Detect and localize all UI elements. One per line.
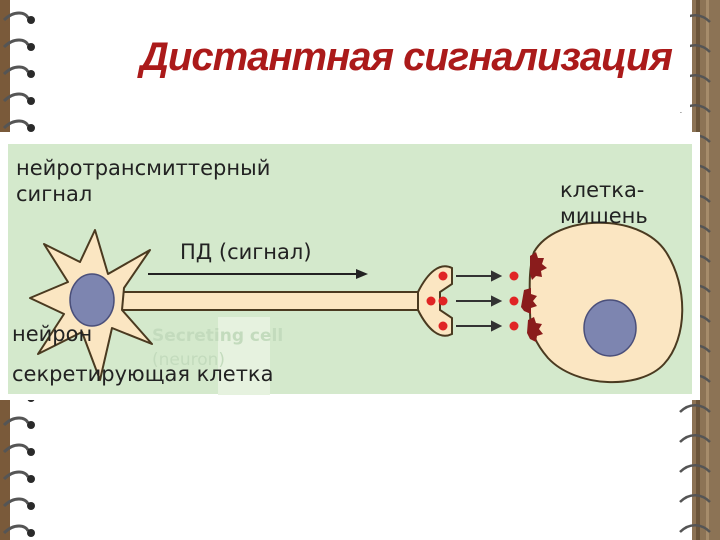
title-panel (100, 0, 690, 112)
binding-ring (2, 92, 35, 105)
binding-ring (679, 524, 711, 533)
binding-ring (2, 470, 35, 483)
target-nucleus (583, 299, 637, 357)
binding-ring (2, 11, 35, 24)
released-molecule (509, 321, 519, 331)
binding-ring (2, 524, 35, 537)
ghost-text-line-2: (neuron) (152, 350, 226, 370)
binding-ring (2, 38, 35, 51)
slide-title: Дистантная сигнализация (140, 35, 673, 79)
vesicle (438, 321, 448, 331)
binding-ring (679, 464, 711, 473)
ghost-text-line-1: Secreting cell (152, 326, 284, 346)
binding-ring (2, 416, 35, 429)
vesicle (438, 296, 448, 306)
released-molecule (509, 296, 519, 306)
signaling-figure: Secreting cell (neuron) нейротрансмиттер… (0, 132, 700, 400)
released-molecule (509, 271, 519, 281)
label-signal-type-line-1: нейротрансмиттерный (16, 156, 271, 180)
neuron-nucleus (69, 273, 115, 327)
label-target-line-2: мишень (560, 204, 648, 228)
binding-ring (679, 494, 711, 503)
binding-ring (679, 404, 711, 413)
label-target-line-1: клетка- (560, 178, 645, 202)
binding-ring (2, 443, 35, 456)
axon (117, 291, 421, 311)
neuron-diagram (0, 132, 700, 400)
label-signal-type-line-2: сигнал (16, 182, 93, 206)
vesicle (426, 296, 436, 306)
receptors (521, 252, 547, 342)
action-potential-arrow (148, 269, 368, 279)
secretion-arrows (456, 270, 503, 332)
label-action-potential: ПД (сигнал) (180, 240, 312, 264)
vesicle (438, 271, 448, 281)
binding-ring (2, 65, 35, 78)
label-neuron: нейрон (12, 322, 93, 346)
binding-ring (2, 497, 35, 510)
binding-ring (2, 119, 35, 132)
binding-ring (679, 434, 711, 443)
label-secreting-cell: секретирующая клетка (12, 362, 274, 386)
